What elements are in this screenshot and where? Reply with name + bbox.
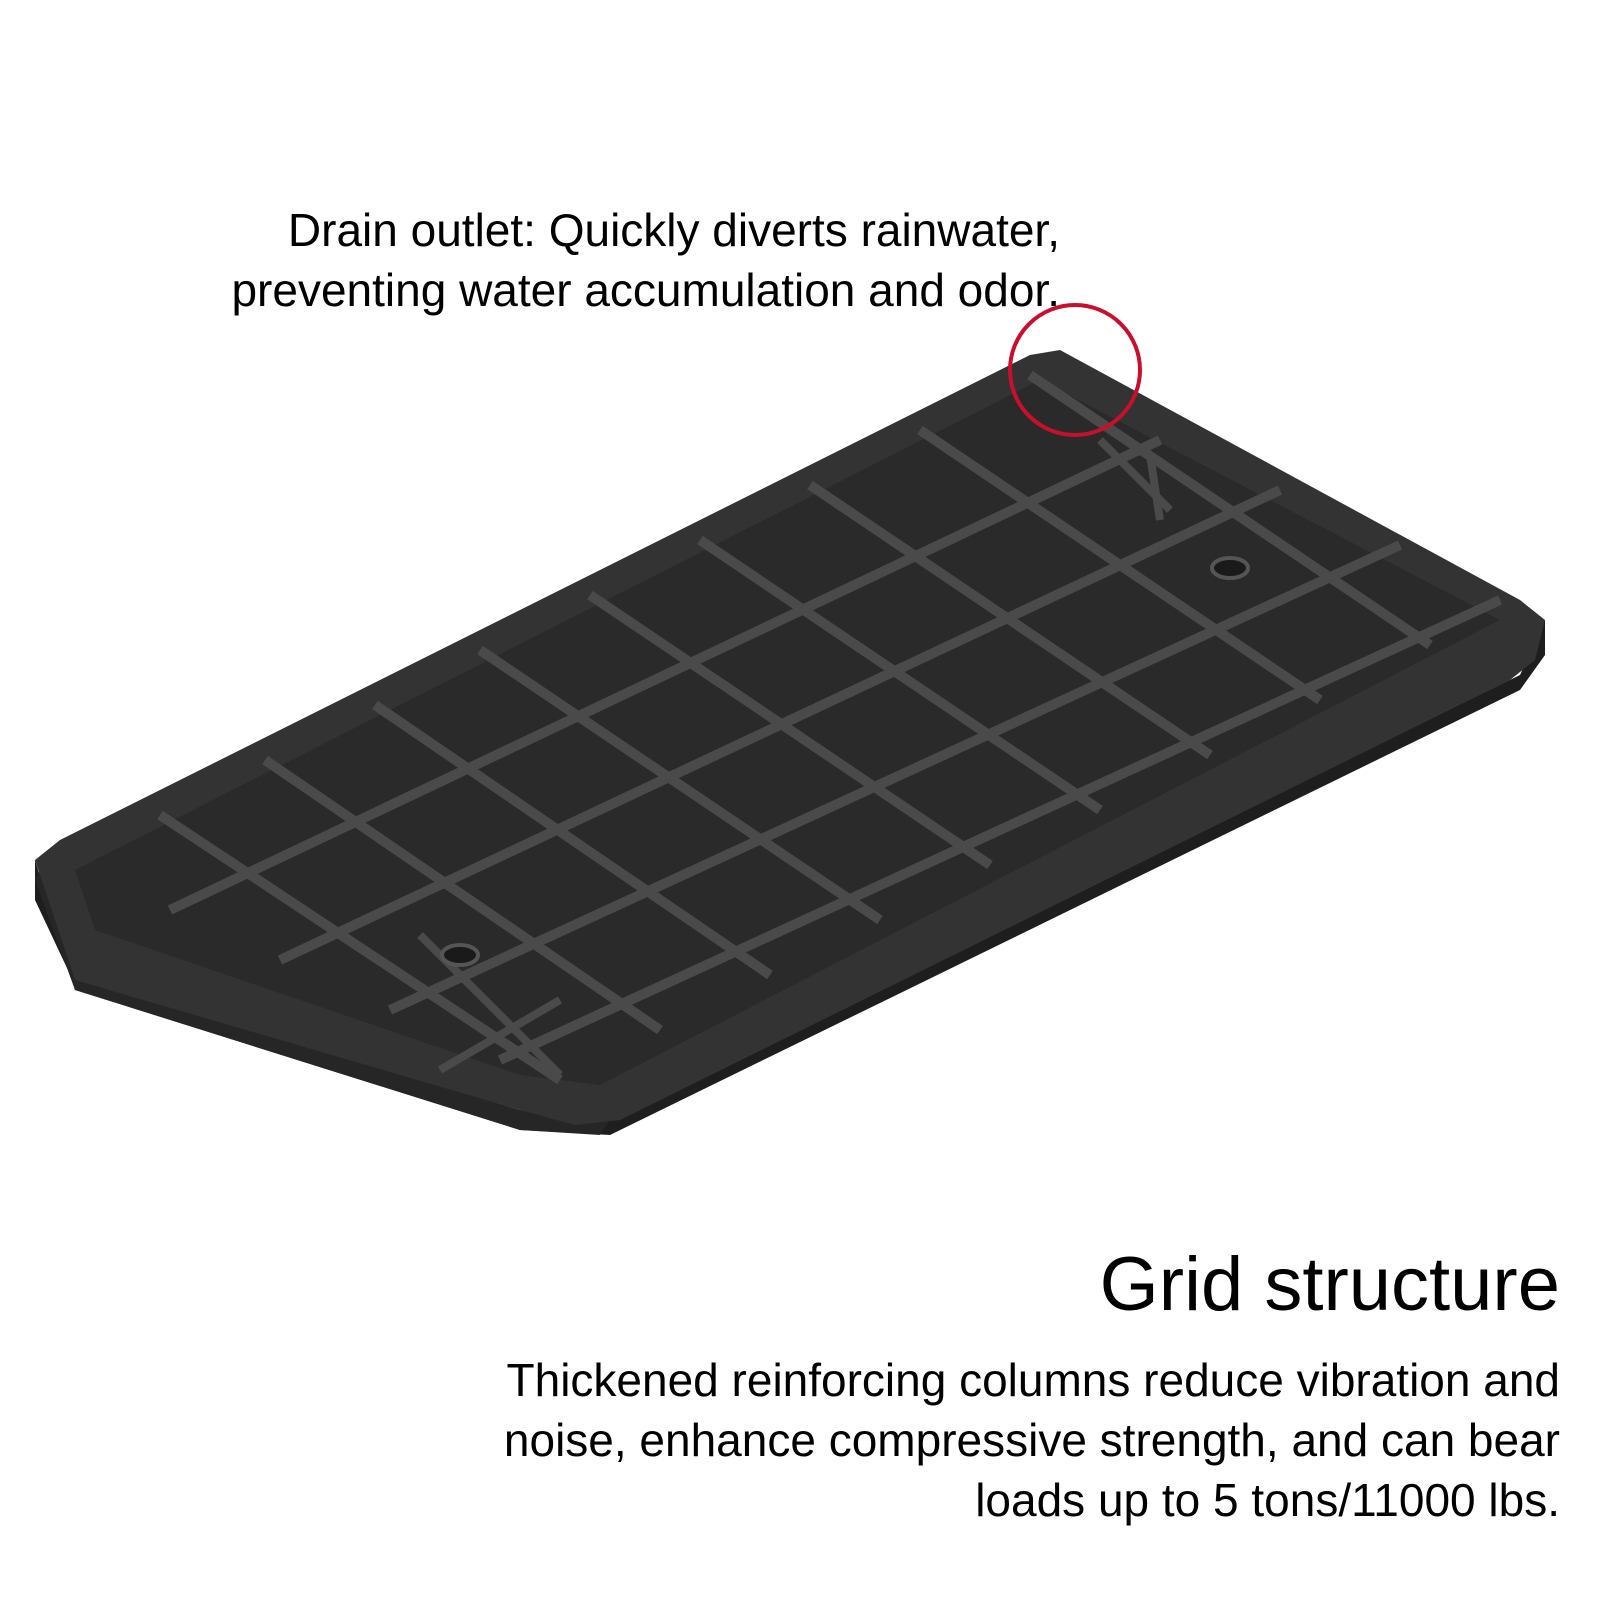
drain-outlet-highlight-circle xyxy=(1008,303,1142,437)
ramp-front-face xyxy=(35,870,610,1135)
feature-desc-line-2: noise, enhance compressive strength, and… xyxy=(503,1414,1560,1466)
mounting-hole-right xyxy=(1210,556,1250,580)
feature-description: Thickened reinforcing columns reduce vib… xyxy=(310,1350,1560,1530)
drain-outlet-callout: Drain outlet: Quickly diverts rainwater,… xyxy=(60,200,1060,320)
feature-desc-line-3: loads up to 5 tons/11000 lbs. xyxy=(975,1474,1560,1526)
mounting-hole-left xyxy=(440,943,480,967)
drain-callout-line-1: Drain outlet: Quickly diverts rainwater, xyxy=(287,204,1060,256)
feature-desc-line-1: Thickened reinforcing columns reduce vib… xyxy=(506,1354,1560,1406)
drain-callout-line-2: preventing water accumulation and odor. xyxy=(231,264,1060,316)
feature-title: Grid structure xyxy=(1099,1242,1560,1327)
